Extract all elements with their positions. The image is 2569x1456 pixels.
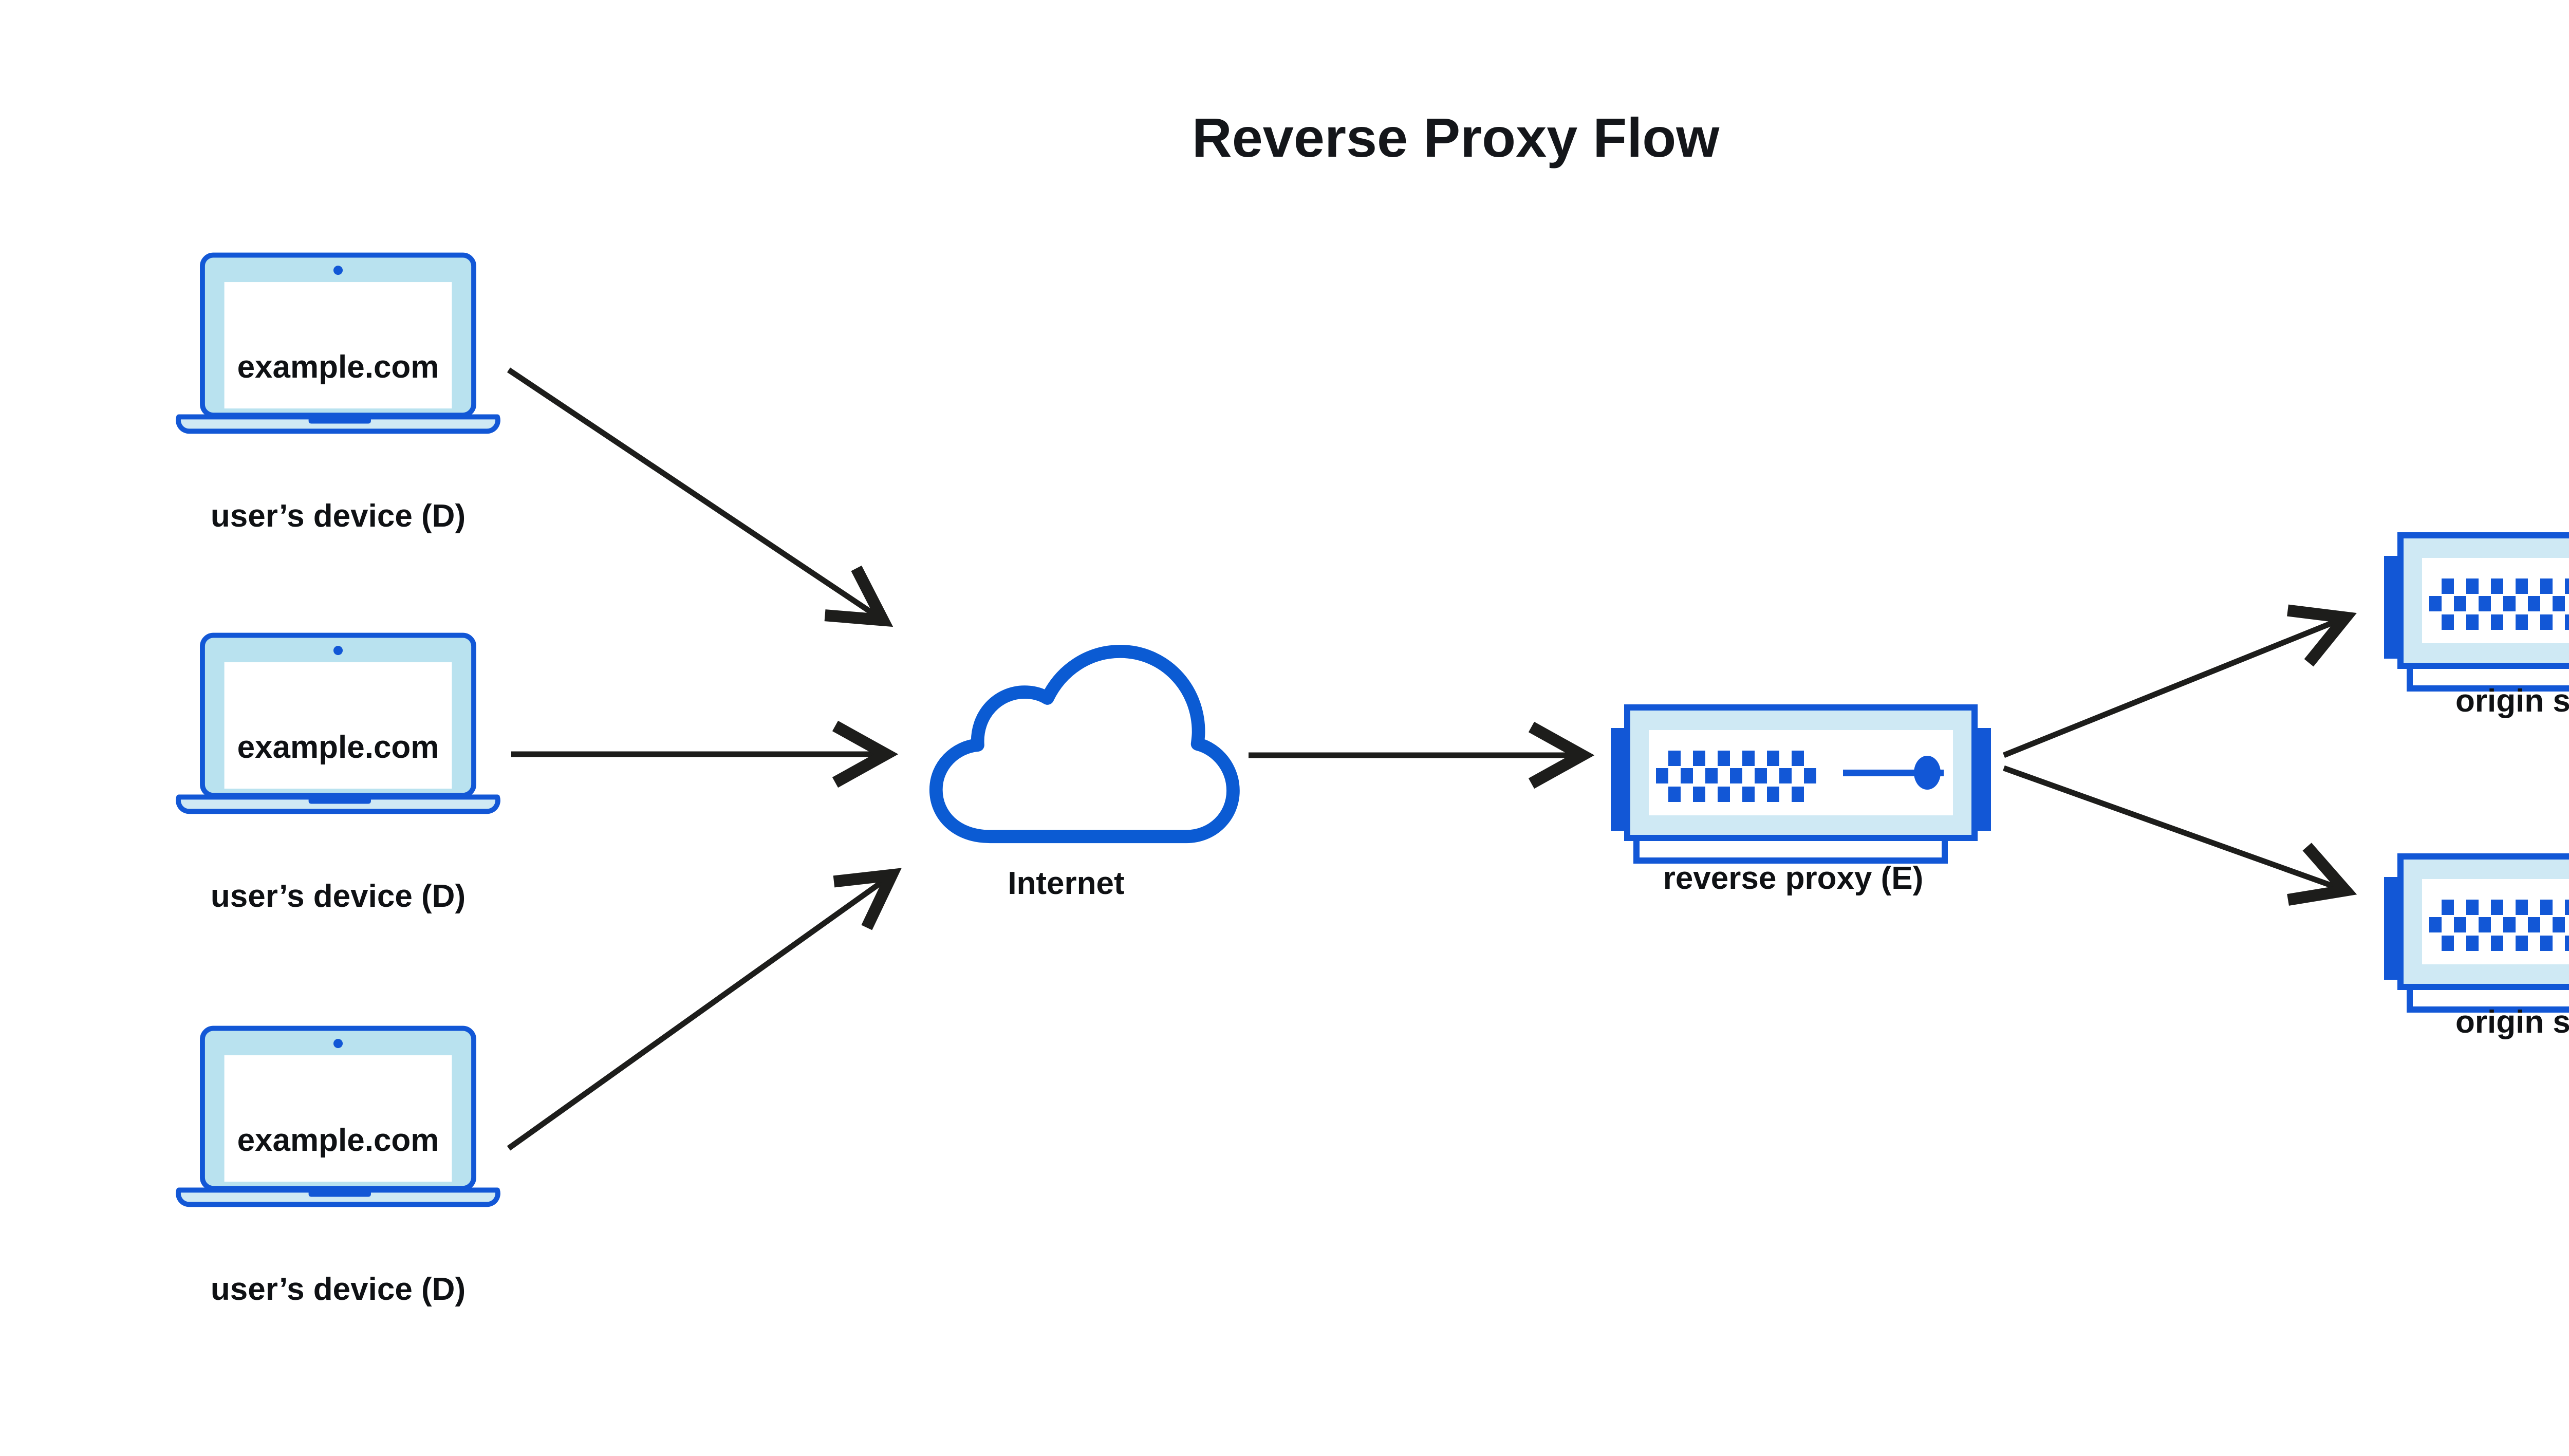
node-client-3[interactable]: example.com user’s device (D) [178,1029,498,1307]
laptop-icon [178,255,498,432]
edge-client1-to-internet [507,367,893,627]
edge-client3-to-internet [507,868,902,1151]
client-label-1: user’s device (D) [211,498,466,534]
server-icon [1611,707,1991,861]
server-icon [2384,535,2569,688]
node-client-2[interactable]: example.com user’s device (D) [178,636,498,914]
node-origin-server-1[interactable]: origin server (F) [2384,535,2569,719]
cloud-icon [936,651,1233,836]
internet-label: Internet [1008,866,1124,901]
client-label-2: user’s device (D) [211,879,466,914]
reverse-proxy-label: reverse proxy (E) [1663,861,1924,896]
node-reverse-proxy[interactable]: reverse proxy (E) [1611,707,1991,896]
client-screen-text-3: example.com [237,1123,439,1158]
server-icon [2384,856,2569,1010]
client-screen-text-2: example.com [237,730,439,765]
node-internet[interactable]: Internet [936,651,1233,901]
edge-proxy-to-origin2 [2003,765,2357,906]
edge-proxy-to-origin1 [2002,604,2357,758]
origin-server-label-1: origin server (F) [2455,683,2569,719]
page-title: Reverse Proxy Flow [1192,106,1720,169]
laptop-icon [178,636,498,812]
client-screen-text-1: example.com [237,349,439,385]
origin-server-label-2: origin server (F) [2455,1004,2569,1040]
node-client-1[interactable]: example.com user’s device (D) [178,255,498,534]
client-label-3: user’s device (D) [211,1272,466,1307]
node-origin-server-2[interactable]: origin server (F) [2384,856,2569,1040]
laptop-icon [178,1029,498,1205]
